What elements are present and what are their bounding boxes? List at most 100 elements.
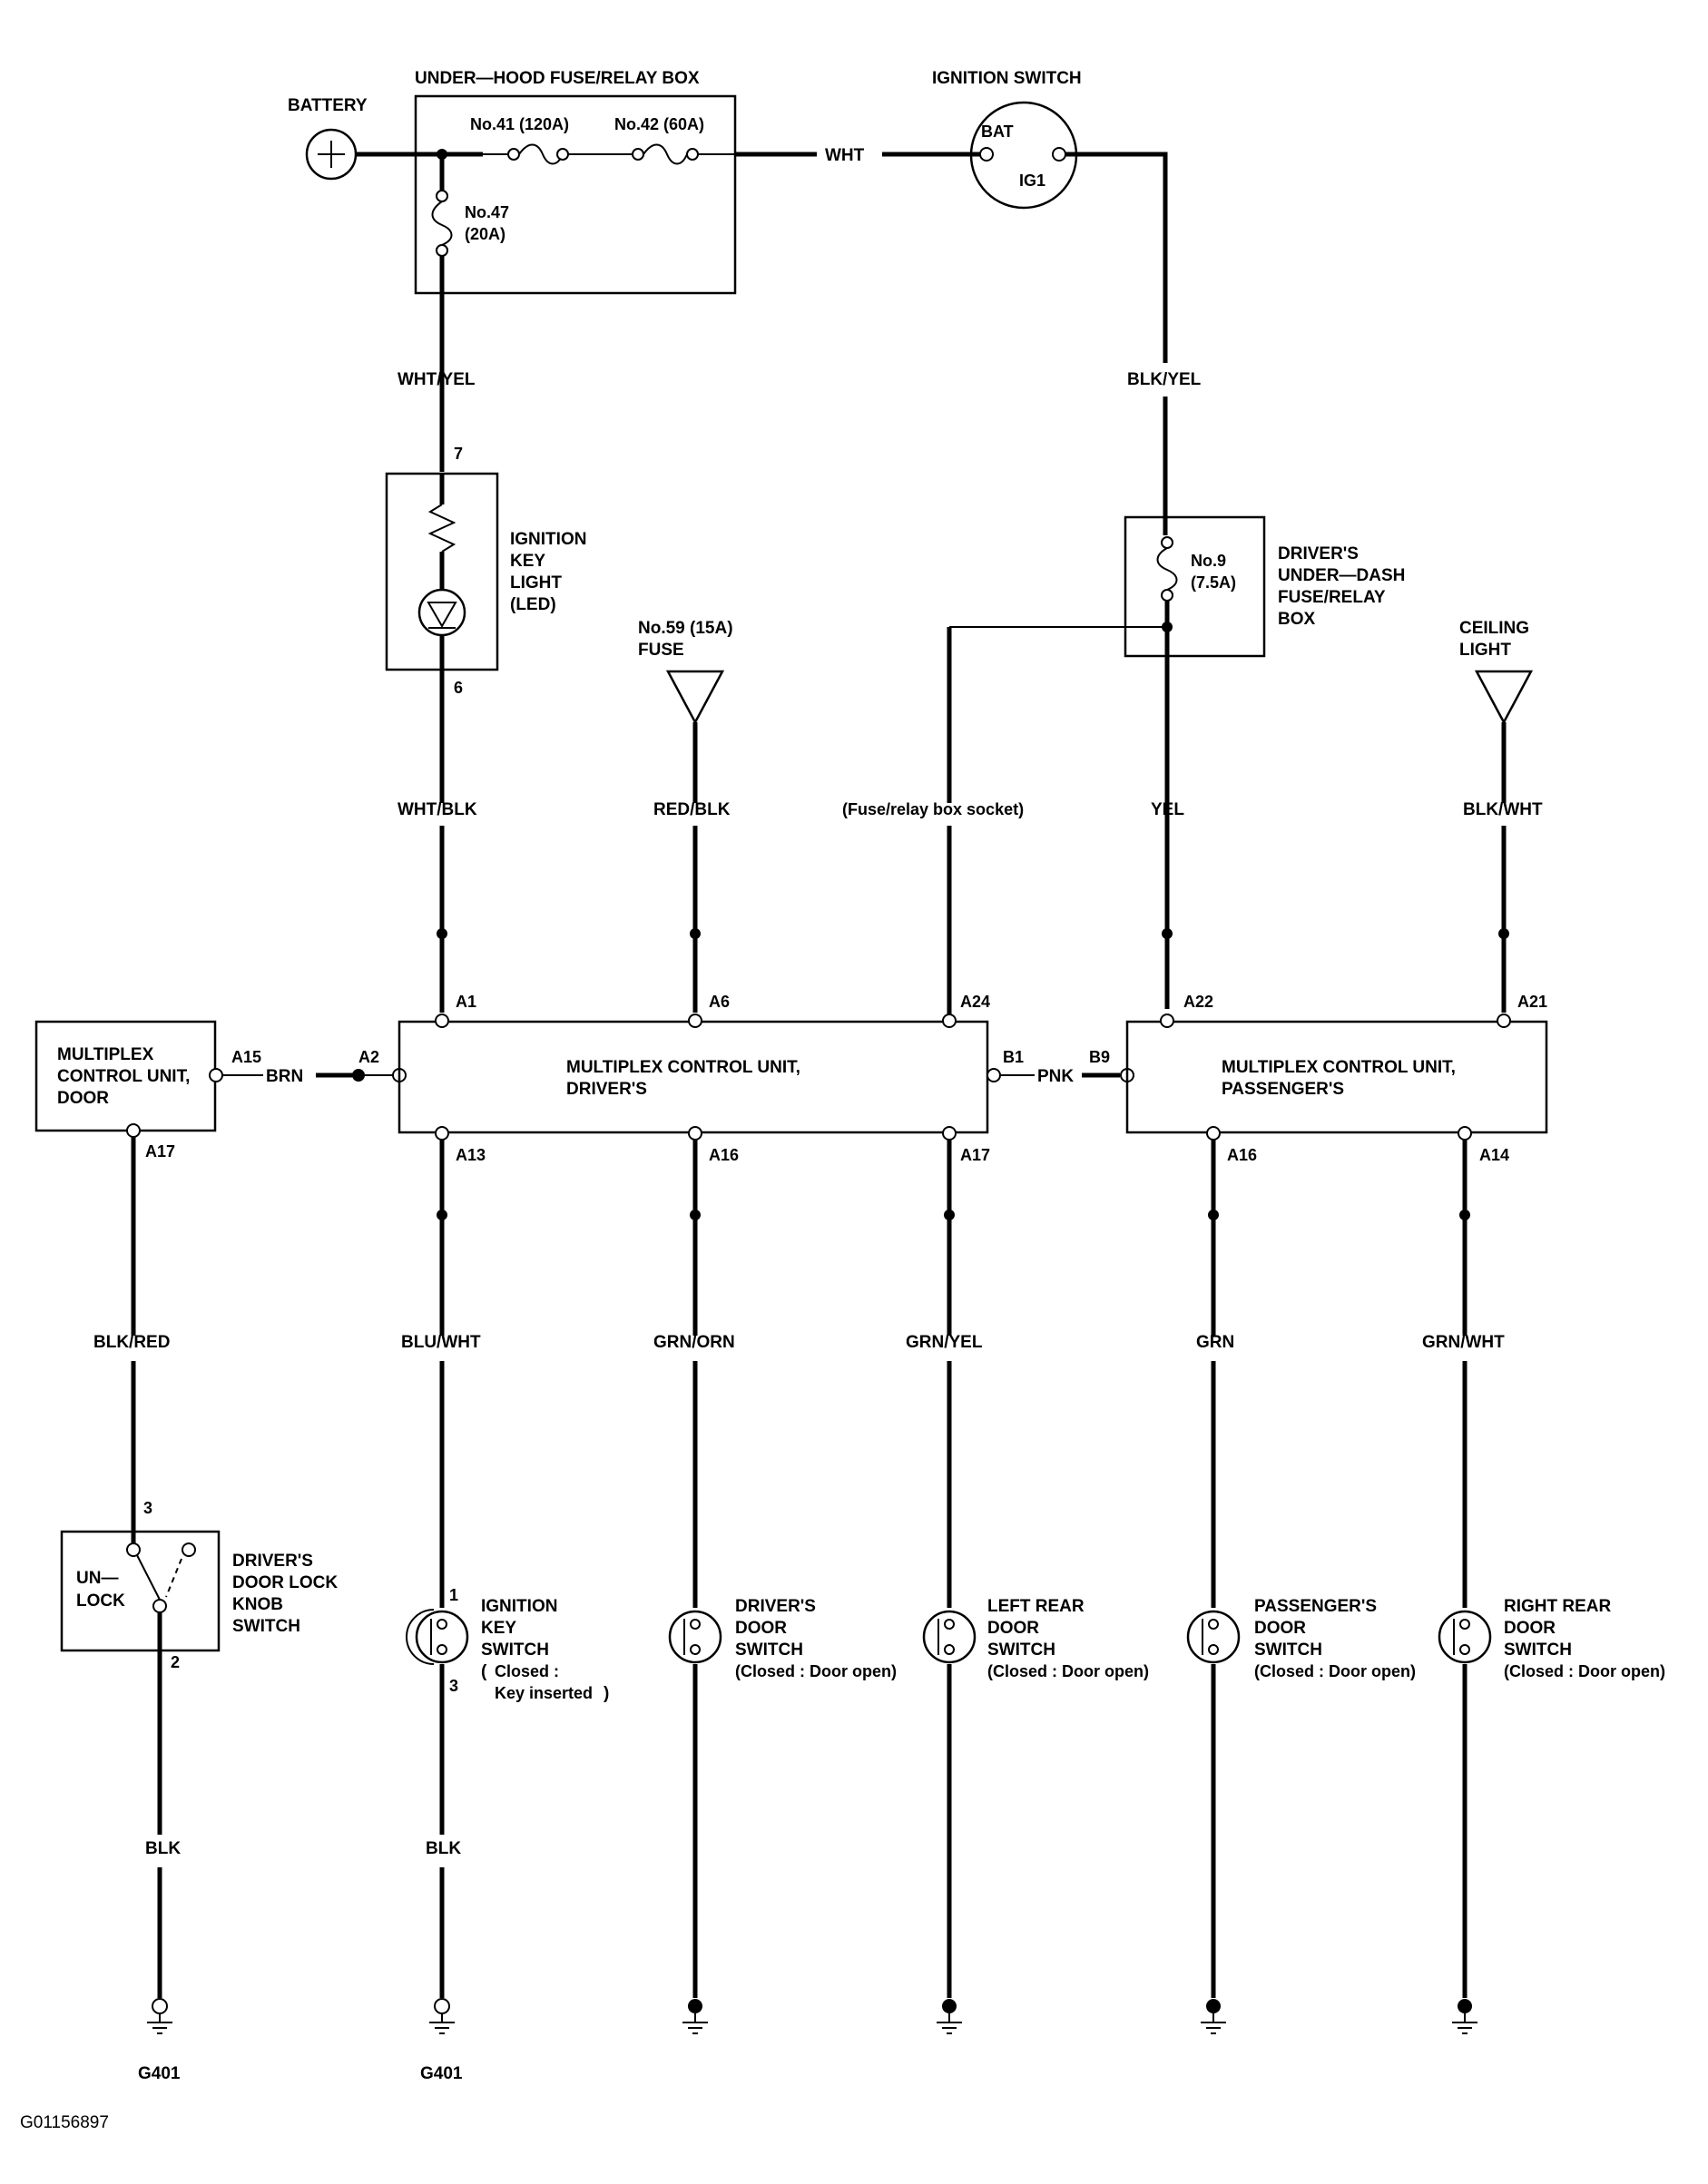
svg-text:SWITCH: SWITCH bbox=[735, 1640, 803, 1660]
svg-text:DRIVER'S: DRIVER'S bbox=[566, 1080, 647, 1099]
mcu-driver-pin-b1: B1 bbox=[1003, 1048, 1024, 1066]
svg-text:SWITCH: SWITCH bbox=[232, 1617, 300, 1636]
ceiling-light-triangle bbox=[1474, 670, 1534, 725]
wire-label-pnk: PNK bbox=[1037, 1067, 1074, 1086]
mcu-door-pin-a15: A15 bbox=[231, 1048, 261, 1066]
socket-note: (Fuse/relay box socket) bbox=[842, 800, 1024, 818]
svg-text:(Closed : Door open): (Closed : Door open) bbox=[1254, 1662, 1416, 1680]
right-rear-door-switch-title: RIGHT REAR DOOR SWITCH (Closed : Door op… bbox=[1504, 1597, 1665, 1680]
fuse-42-label: No.42 (60A) bbox=[614, 115, 704, 133]
fuse-41 bbox=[518, 143, 564, 165]
ignition-key-switch bbox=[406, 1609, 469, 1665]
mcu-passenger-pin-a21: A21 bbox=[1517, 993, 1547, 1011]
svg-text:PASSENGER'S: PASSENGER'S bbox=[1254, 1597, 1377, 1616]
under-hood-fuse-relay-box bbox=[414, 94, 737, 295]
svg-text:SWITCH: SWITCH bbox=[481, 1640, 549, 1660]
figure-id: G01156897 bbox=[20, 2113, 109, 2132]
wire-label-blk-1: BLK bbox=[145, 1839, 181, 1858]
mcu-driver-title: MULTIPLEX CONTROL UNIT, DRIVER'S bbox=[566, 1058, 800, 1099]
wire-label-grn: GRN bbox=[1196, 1333, 1234, 1352]
key-light-title: IGNITION KEY LIGHT (LED) bbox=[510, 530, 586, 614]
svg-text:UNDER—DASH: UNDER—DASH bbox=[1278, 566, 1405, 585]
mcu-driver-pin-a17: A17 bbox=[960, 1146, 990, 1164]
multiplex-control-unit-passengers bbox=[1125, 1020, 1548, 1134]
passengers-door-switch bbox=[1186, 1610, 1241, 1664]
wire-label-grn-wht: GRN/WHT bbox=[1422, 1333, 1505, 1352]
fuse-41-terminal-left bbox=[507, 148, 520, 161]
svg-text:DRIVER'S: DRIVER'S bbox=[1278, 544, 1359, 563]
key-light-pin-6: 6 bbox=[454, 679, 463, 697]
ignition-switch-ig1: IG1 bbox=[1019, 171, 1045, 190]
fuse-59-sub: FUSE bbox=[638, 641, 684, 660]
key-switch-pin-1: 1 bbox=[449, 1586, 458, 1604]
fuse-59-supply-triangle bbox=[665, 670, 725, 725]
lock-switch-title: DRIVER'S DOOR LOCK KNOB SWITCH bbox=[232, 1552, 338, 1636]
fuse-9-label: No.9 bbox=[1191, 552, 1226, 570]
mcu-passenger-pin-a22: A22 bbox=[1183, 993, 1213, 1011]
left-rear-door-switch-title: LEFT REAR DOOR SWITCH (Closed : Door ope… bbox=[987, 1597, 1149, 1680]
junction-dot bbox=[690, 928, 701, 939]
svg-text:(Closed : Door open): (Closed : Door open) bbox=[987, 1662, 1149, 1680]
fuse-9 bbox=[1156, 547, 1178, 591]
svg-text:CONTROL UNIT,: CONTROL UNIT, bbox=[57, 1067, 190, 1086]
key-switch-closed: Closed : bbox=[495, 1662, 559, 1680]
mcu-door-pin-a17: A17 bbox=[145, 1142, 175, 1161]
under-hood-fuse-box-title: UNDER—HOOD FUSE/RELAY BOX bbox=[415, 69, 700, 88]
ground-symbols bbox=[147, 2013, 1477, 2034]
wire-label-blk-yel: BLK/YEL bbox=[1127, 370, 1202, 389]
svg-text:DOOR: DOOR bbox=[987, 1619, 1039, 1638]
svg-text:DOOR: DOOR bbox=[1504, 1619, 1556, 1638]
svg-text:PASSENGER'S: PASSENGER'S bbox=[1222, 1080, 1344, 1099]
svg-text:FUSE/RELAY: FUSE/RELAY bbox=[1278, 588, 1386, 607]
wire-label-blu-wht: BLU/WHT bbox=[401, 1333, 481, 1352]
junction-dot bbox=[437, 928, 447, 939]
fuse-42 bbox=[643, 143, 688, 165]
svg-text:LIGHT: LIGHT bbox=[510, 573, 562, 593]
drivers-door-switch-title: DRIVER'S DOOR SWITCH (Closed : Door open… bbox=[735, 1597, 897, 1680]
ground-label-g401-1: G401 bbox=[138, 2064, 181, 2083]
key-switch-key-inserted: Key inserted bbox=[495, 1684, 593, 1702]
mcu-driver-pin-a24: A24 bbox=[960, 993, 990, 1011]
fuse-42-terminal-left bbox=[632, 148, 644, 161]
svg-text:(LED): (LED) bbox=[510, 595, 556, 614]
fuse-59-label: No.59 (15A) bbox=[638, 619, 733, 638]
wire-label-yel: YEL bbox=[1151, 800, 1184, 819]
ceiling-light-label: CEILING bbox=[1459, 619, 1529, 638]
lock-switch-pin-3: 3 bbox=[143, 1499, 152, 1517]
fuse-47-label: No.47 bbox=[465, 203, 509, 221]
svg-text:SWITCH: SWITCH bbox=[1254, 1640, 1322, 1660]
mcu-driver-pin-a1: A1 bbox=[456, 993, 476, 1011]
battery-symbol bbox=[305, 128, 358, 181]
wire-label-blk-wht: BLK/WHT bbox=[1463, 800, 1543, 819]
junction-dot bbox=[1162, 928, 1173, 939]
mcu-driver-pin-a6: A6 bbox=[709, 993, 730, 1011]
key-light-pin-7: 7 bbox=[454, 445, 463, 463]
wire-label-blk-2: BLK bbox=[426, 1839, 461, 1858]
wire-label-grn-orn: GRN/ORN bbox=[653, 1333, 735, 1352]
drivers-under-dash-fuse-box bbox=[1124, 515, 1266, 658]
svg-text:DRIVER'S: DRIVER'S bbox=[232, 1552, 313, 1571]
mcu-driver-pin-a13: A13 bbox=[456, 1146, 486, 1164]
svg-text:DOOR: DOOR bbox=[1254, 1619, 1306, 1638]
svg-text:MULTIPLEX CONTROL UNIT,: MULTIPLEX CONTROL UNIT, bbox=[566, 1058, 800, 1077]
svg-text:KEY: KEY bbox=[481, 1619, 516, 1638]
underdash-title: DRIVER'S UNDER—DASH FUSE/RELAY BOX bbox=[1278, 544, 1405, 629]
ground-label-g401-2: G401 bbox=[420, 2064, 463, 2083]
right-rear-door-switch bbox=[1438, 1610, 1492, 1664]
battery-label: BATTERY bbox=[288, 96, 368, 115]
svg-text:BOX: BOX bbox=[1278, 610, 1316, 629]
passengers-door-switch-title: PASSENGER'S DOOR SWITCH (Closed : Door o… bbox=[1254, 1597, 1416, 1680]
ignition-switch-bat: BAT bbox=[981, 122, 1014, 141]
fuse-47-rating: (20A) bbox=[465, 225, 506, 243]
svg-text:RIGHT REAR: RIGHT REAR bbox=[1504, 1597, 1612, 1616]
wire-label-red-blk: RED/BLK bbox=[653, 800, 731, 819]
wire-label-wht-blk: WHT/BLK bbox=[398, 800, 477, 819]
key-switch-pin-3: 3 bbox=[449, 1677, 458, 1695]
svg-text:KEY: KEY bbox=[510, 552, 545, 571]
svg-text:DOOR: DOOR bbox=[735, 1619, 787, 1638]
svg-text:KNOB: KNOB bbox=[232, 1595, 283, 1614]
mcu-passenger-pin-a14: A14 bbox=[1479, 1146, 1509, 1164]
mcu-passenger-title: MULTIPLEX CONTROL UNIT, PASSENGER'S bbox=[1222, 1058, 1456, 1099]
key-switch-paren-close: ) bbox=[604, 1684, 609, 1703]
